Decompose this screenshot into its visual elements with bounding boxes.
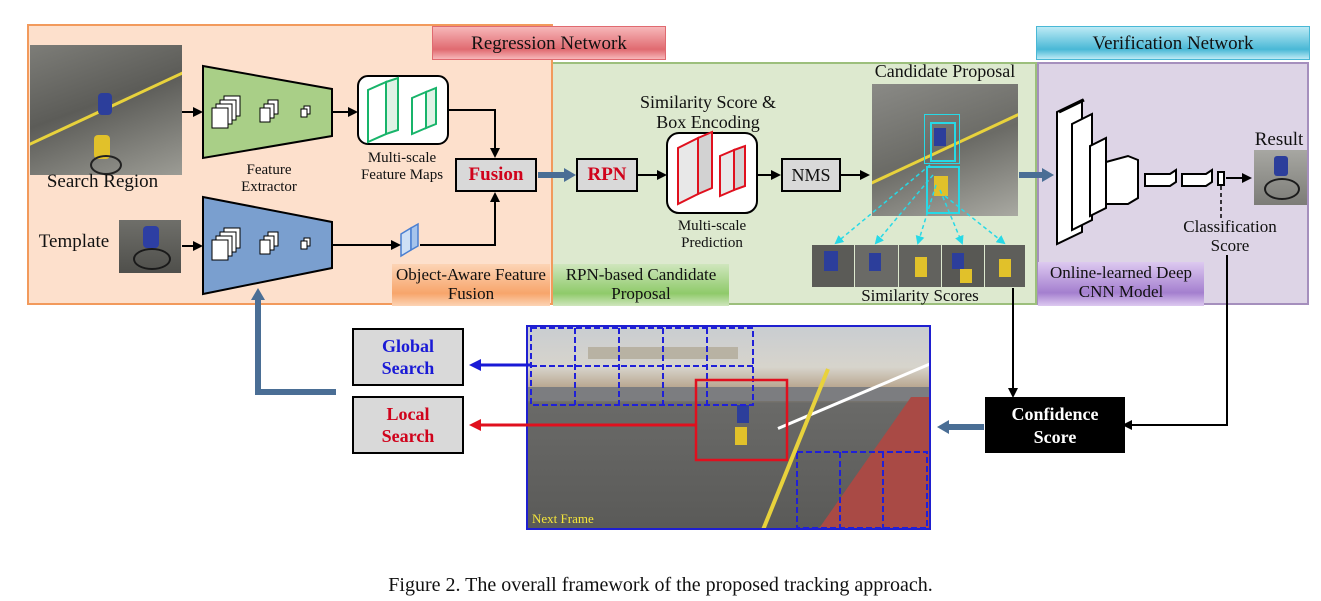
global-search-box: Global Search: [352, 328, 464, 386]
next-frame-image: [526, 325, 931, 530]
template-label: Template: [38, 231, 110, 252]
candidate-proposal-image: [872, 84, 1018, 216]
similarity-patch-3: [899, 245, 941, 287]
multiscale-prediction-label: Multi-scale Prediction: [677, 218, 747, 251]
similarity-scores-label: Similarity Scores: [861, 286, 979, 305]
similarity-patch-1: [812, 245, 854, 287]
nms-box: NMS: [781, 158, 841, 192]
search-region-image: [30, 45, 182, 175]
confidence-score-box: Confidence Score: [985, 397, 1125, 453]
figure-caption: Figure 2. The overall framework of the p…: [388, 574, 933, 596]
template-image: [119, 220, 181, 273]
feature-maps-label: Multi-scale Feature Maps: [360, 150, 444, 183]
similarity-patch-5: [985, 245, 1025, 287]
feature-extractor-label: Feature Extractor: [237, 162, 301, 195]
candidate-proposal-label: Candidate Proposal: [874, 61, 1016, 81]
object-aware-label: Object-Aware Feature Fusion: [392, 264, 550, 306]
fusion-box: Fusion: [455, 158, 537, 192]
regression-network-header: Regression Network: [432, 26, 666, 60]
similarity-patch-4: [942, 245, 984, 287]
online-model-label: Online-learned Deep CNN Model: [1038, 262, 1204, 306]
next-frame-label: Next Frame: [532, 511, 594, 526]
rpn-caption: RPN-based Candidate Proposal: [553, 264, 729, 306]
similarity-patch-2: [855, 245, 898, 287]
result-image: [1254, 150, 1307, 205]
result-label: Result: [1254, 129, 1304, 150]
local-search-box: Local Search: [352, 396, 464, 454]
similarity-box-label: Similarity Score & Box Encoding: [640, 92, 776, 132]
classification-score-label: Classification Score: [1183, 217, 1277, 255]
verification-network-header: Verification Network: [1036, 26, 1310, 60]
rpn-box: RPN: [576, 158, 638, 192]
search-region-label: Search Region: [46, 171, 159, 192]
